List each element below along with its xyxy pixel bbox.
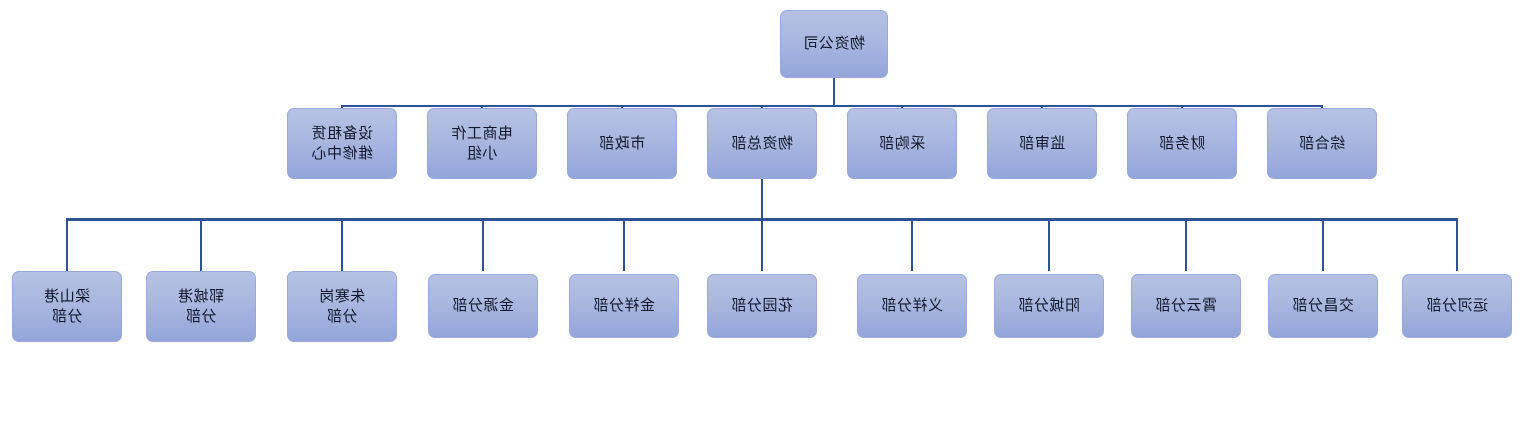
org-node-label: 物资公司	[803, 34, 866, 53]
org-node-label: 市政部	[598, 133, 646, 152]
connector-drop-l3-1	[200, 218, 202, 271]
org-node-jinxiang-branch[interactable]: 金祥分部	[569, 274, 679, 338]
org-node-label: 综合部	[1298, 133, 1346, 152]
org-node-huayuan-branch[interactable]: 花园分部	[707, 274, 817, 338]
org-node-label: 花园分部	[731, 296, 794, 315]
org-node-equipment-leasing-center[interactable]: 设备租赁 维修中心	[287, 108, 397, 179]
connector-drop-l3-10	[1456, 218, 1458, 271]
org-node-liangshan-port-branch[interactable]: 梁山港 分部	[12, 271, 122, 342]
org-node-label: 采购部	[878, 133, 926, 152]
connector-drop-l3-9	[1322, 218, 1324, 271]
org-node-label: 电商工作 小组	[451, 123, 514, 162]
org-node-yangcheng-branch[interactable]: 阳城分部	[994, 274, 1104, 338]
org-node-label: 朱寒岗 分部	[318, 286, 366, 325]
org-node-yunhe-branch[interactable]: 运河分部	[1402, 274, 1512, 338]
org-node-yuncheng-port-branch[interactable]: 郓城港 分部	[146, 271, 256, 342]
org-node-label: 财务部	[1158, 133, 1206, 152]
org-node-xiaoyun-branch[interactable]: 霄云分部	[1131, 274, 1241, 338]
org-node-label: 义祥分部	[881, 296, 944, 315]
org-node-label: 运河分部	[1426, 296, 1489, 315]
org-node-jinyuan-branch[interactable]: 金源分部	[428, 274, 538, 338]
org-node-materials-headquarters[interactable]: 物资总部	[707, 108, 817, 179]
org-node-label: 交昌分部	[1292, 296, 1355, 315]
org-node-finance-dept[interactable]: 财务部	[1127, 108, 1237, 179]
connector-l2-3-stem	[761, 179, 763, 219]
connector-drop-l3-0	[66, 218, 68, 271]
org-node-yixiang-branch[interactable]: 义祥分部	[857, 274, 967, 338]
org-node-label: 物资总部	[731, 133, 794, 152]
connector-drop-l3-4	[623, 218, 625, 271]
org-node-label: 霄云分部	[1155, 296, 1218, 315]
org-node-general-affairs-dept[interactable]: 综合部	[1267, 108, 1377, 179]
org-node-root[interactable]: 物资公司	[780, 10, 888, 78]
org-node-label: 郓城港 分部	[177, 286, 225, 325]
org-node-procurement-dept[interactable]: 采购部	[847, 108, 957, 179]
org-node-ecommerce-group[interactable]: 电商工作 小组	[427, 108, 537, 179]
connector-drop-l3-3	[482, 218, 484, 271]
org-node-audit-dept[interactable]: 监审部	[987, 108, 1097, 179]
org-node-label: 金祥分部	[593, 296, 656, 315]
connector-drop-l3-6	[911, 218, 913, 271]
org-node-municipal-dept[interactable]: 市政部	[567, 108, 677, 179]
connector-drop-l3-5	[761, 218, 763, 271]
org-node-jiaochang-branch[interactable]: 交昌分部	[1268, 274, 1378, 338]
org-node-label: 阳城分部	[1018, 296, 1081, 315]
org-node-zhuhangang-branch[interactable]: 朱寒岗 分部	[287, 271, 397, 342]
org-node-label: 监审部	[1018, 133, 1066, 152]
connector-root-stem	[833, 78, 835, 106]
org-node-label: 设备租赁 维修中心	[311, 123, 374, 162]
connector-drop-l3-8	[1185, 218, 1187, 271]
connector-drop-l3-7	[1048, 218, 1050, 271]
connector-drop-l3-2	[341, 218, 343, 271]
org-node-label: 梁山港 分部	[43, 286, 91, 325]
connector-level2-bus	[341, 105, 1323, 107]
org-node-label: 金源分部	[452, 296, 515, 315]
